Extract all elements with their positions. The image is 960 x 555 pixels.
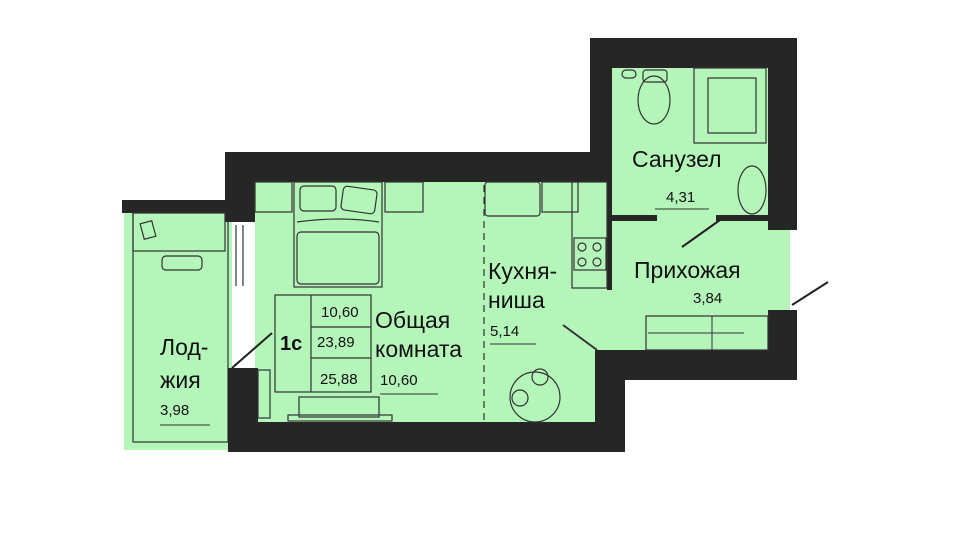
svg-text:Кухня-: Кухня- — [488, 258, 557, 284]
dining-table — [509, 371, 561, 423]
stove — [573, 237, 607, 271]
room-label-living-room: Общая комната 10,60 — [375, 307, 462, 395]
chair — [161, 255, 203, 271]
room-area: 3,98 — [160, 402, 189, 419]
door-swing-kitchen — [562, 324, 598, 351]
kitchen-counter — [484, 181, 541, 217]
svg-text:Лод-: Лод- — [160, 334, 208, 360]
room-area: 10,60 — [380, 372, 418, 389]
svg-text:жия: жия — [160, 367, 201, 393]
loggia-floor — [124, 212, 232, 450]
shower — [693, 67, 767, 144]
loggia-desk — [132, 212, 226, 252]
hallway-floor — [595, 218, 790, 350]
walls — [122, 38, 797, 452]
room-area: 3,84 — [693, 290, 722, 307]
svg-text:Санузел: Санузел — [632, 146, 722, 172]
tv-stand — [298, 396, 380, 418]
svg-text:ниша: ниша — [488, 287, 545, 313]
toilet — [637, 75, 671, 125]
apartment-summary-table: 1с 10,60 23,89 25,88 — [274, 294, 372, 393]
svg-text:Общая: Общая — [375, 307, 450, 333]
summary-living-area: 10,60 — [321, 304, 359, 321]
room-label-bathroom: Санузел 4,31 — [632, 146, 722, 210]
room-label-loggia: Лод- жия 3,98 — [160, 334, 210, 426]
summary-total-no-loggia: 23,89 — [317, 334, 355, 351]
furniture — [132, 67, 829, 423]
radiator — [257, 369, 271, 419]
summary-total-area: 25,88 — [320, 371, 358, 388]
entrance-door-swing — [791, 281, 829, 306]
sink — [541, 181, 579, 213]
room-area: 5,14 — [490, 323, 519, 340]
nightstand-left — [254, 181, 293, 213]
wardrobe — [645, 315, 769, 351]
kitchen-cabinet — [571, 181, 608, 289]
room-label-hallway: Прихожая 3,84 — [634, 257, 741, 307]
svg-text:Прихожая: Прихожая — [634, 257, 741, 283]
room-label-kitchen: Кухня- ниша 5,14 — [488, 258, 557, 345]
bed — [293, 181, 383, 288]
floors — [124, 68, 790, 450]
nightstand-right — [384, 181, 424, 213]
room-area: 4,31 — [666, 189, 695, 206]
apartment-type: 1с — [280, 333, 302, 355]
washbasin — [737, 165, 767, 215]
svg-text:комната: комната — [375, 336, 462, 362]
door-swing-bathroom — [681, 219, 721, 248]
door-swing-loggia — [231, 332, 273, 369]
